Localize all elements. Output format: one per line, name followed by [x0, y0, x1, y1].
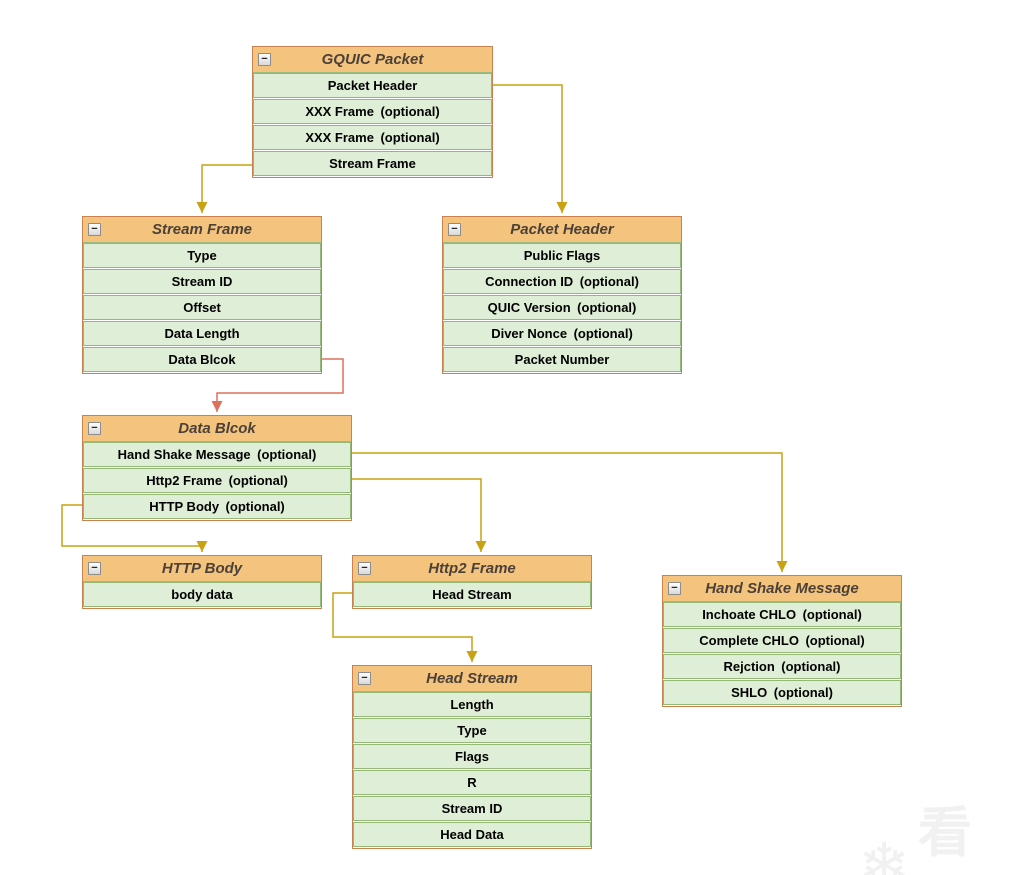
row-http2-frame: Http2 Frame (optional) — [83, 468, 351, 493]
node-title: GQUIC Packet — [321, 51, 424, 68]
row-head-stream: Head Stream — [353, 582, 591, 607]
snowflake-icon: ❄ — [858, 832, 910, 875]
node-stream-frame: − Stream Frame Type Stream ID Offset Dat… — [82, 216, 322, 374]
row-connection-id: Connection ID (optional) — [443, 269, 681, 294]
node-head-stream-header: − Head Stream — [353, 666, 591, 692]
collapse-icon[interactable]: − — [88, 223, 101, 236]
row-shlo: SHLO (optional) — [663, 680, 901, 705]
node-http2-frame-header: − Http2 Frame — [353, 556, 591, 582]
row-head-data: Head Data — [353, 822, 591, 847]
node-http2-frame: − Http2 Frame Head Stream — [352, 555, 592, 609]
node-head-stream: − Head Stream Length Type Flags R Stream… — [352, 665, 592, 849]
node-title: Head Stream — [426, 670, 518, 687]
watermark-text: 看雪 — [917, 801, 978, 864]
row-rejction: Rejction (optional) — [663, 654, 901, 679]
collapse-icon[interactable]: − — [88, 422, 101, 435]
node-hand-shake-message: − Hand Shake Message Inchoate CHLO (opti… — [662, 575, 902, 707]
collapse-icon[interactable]: − — [88, 562, 101, 575]
node-title: Http2 Frame — [428, 560, 516, 577]
row-http-body: HTTP Body (optional) — [83, 494, 351, 519]
node-title: HTTP Body — [161, 560, 243, 577]
row-xxx-frame-1: XXX Frame (optional) — [253, 99, 492, 124]
row-flags: Flags — [353, 744, 591, 769]
connector-gquic-to-stream-frame — [196, 164, 252, 213]
row-r: R — [353, 770, 591, 795]
collapse-icon[interactable]: − — [258, 53, 271, 66]
node-packet-header: − Packet Header Public Flags Connection … — [442, 216, 682, 374]
node-packet-header-header: − Packet Header — [443, 217, 681, 243]
collapse-icon[interactable]: − — [448, 223, 461, 236]
row-quic-version: QUIC Version (optional) — [443, 295, 681, 320]
node-data-blcok: − Data Blcok Hand Shake Message (optiona… — [82, 415, 352, 521]
node-data-blcok-header: − Data Blcok — [83, 416, 351, 442]
row-type: Type — [83, 243, 321, 268]
row-offset: Offset — [83, 295, 321, 320]
node-gquic-packet-header: − GQUIC Packet — [253, 47, 492, 73]
row-stream-frame: Stream Frame — [253, 151, 492, 176]
row-data-blcok: Data Blcok — [83, 347, 321, 372]
connector-gquic-to-packet-header — [493, 84, 568, 213]
row-length: Length — [353, 692, 591, 717]
node-http-body-header: − HTTP Body — [83, 556, 321, 582]
row-inchoate-chlo: Inchoate CHLO (optional) — [663, 602, 901, 627]
node-hand-shake-message-header: − Hand Shake Message — [663, 576, 901, 602]
node-gquic-packet: − GQUIC Packet Packet Header XXX Frame (… — [252, 46, 493, 178]
row-packet-header: Packet Header — [253, 73, 492, 98]
row-body-data: body data — [83, 582, 321, 607]
node-title: Packet Header — [510, 221, 614, 238]
node-stream-frame-header: − Stream Frame — [83, 217, 321, 243]
row-hand-shake-message: Hand Shake Message (optional) — [83, 442, 351, 467]
row-stream-id: Stream ID — [83, 269, 321, 294]
node-title: Hand Shake Message — [705, 580, 859, 597]
row-xxx-frame-2: XXX Frame (optional) — [253, 125, 492, 150]
connector-data-blcok-to-http2-frame — [352, 478, 487, 552]
row-packet-number: Packet Number — [443, 347, 681, 372]
row-complete-chlo: Complete CHLO (optional) — [663, 628, 901, 653]
node-title: Stream Frame — [151, 221, 253, 238]
row-type: Type — [353, 718, 591, 743]
row-public-flags: Public Flags — [443, 243, 681, 268]
collapse-icon[interactable]: − — [358, 672, 371, 685]
watermark: ❄ 看雪 — [858, 788, 1035, 875]
node-title: Data Blcok — [178, 420, 256, 437]
row-diver-nonce: Diver Nonce (optional) — [443, 321, 681, 346]
row-data-length: Data Length — [83, 321, 321, 346]
row-stream-id: Stream ID — [353, 796, 591, 821]
collapse-icon[interactable]: − — [668, 582, 681, 595]
node-http-body: − HTTP Body body data — [82, 555, 322, 609]
collapse-icon[interactable]: − — [358, 562, 371, 575]
